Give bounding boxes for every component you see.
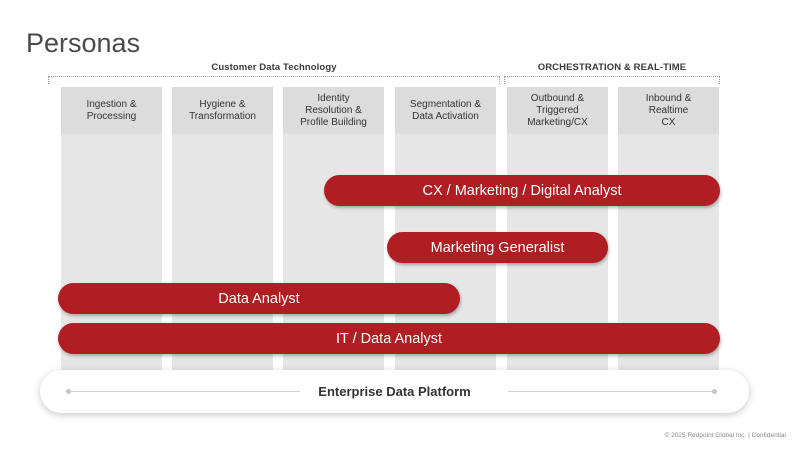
group-label-orchestration: ORCHESTRATION & REAL-TIME [537,62,687,73]
column-header: Ingestion & Processing [61,87,162,134]
platform-divider-right [508,391,714,392]
platform-divider-left [70,391,300,392]
group-bracket-orchestration [504,76,720,84]
column-header: Identity Resolution & Profile Building [283,87,384,134]
platform-left-dot [66,389,71,394]
column-header: Hygiene & Transformation [172,87,273,134]
platform-right-dot [712,389,717,394]
page-title: Personas [26,28,141,58]
footer-copyright: © 2025 Redpoint Global Inc. | Confidenti… [664,432,786,439]
persona-bar-it-data-analyst: IT / Data Analyst [58,323,720,354]
column-header: Inbound & Realtime CX [618,87,719,134]
platform-label: Enterprise Data Platform [312,384,477,399]
group-label-customer-data-technology: Customer Data Technology [211,62,337,73]
persona-bar-data-analyst: Data Analyst [58,283,460,314]
column-header: Segmentation & Data Activation [395,87,496,134]
enterprise-data-platform: Enterprise Data Platform [40,370,749,413]
persona-bar-cx-marketing-digital-analyst: CX / Marketing / Digital Analyst [324,175,720,206]
persona-bar-marketing-generalist: Marketing Generalist [387,232,608,263]
column-header: Outbound & Triggered Marketing/CX [507,87,608,134]
group-bracket-customer-data-technology [48,76,500,84]
